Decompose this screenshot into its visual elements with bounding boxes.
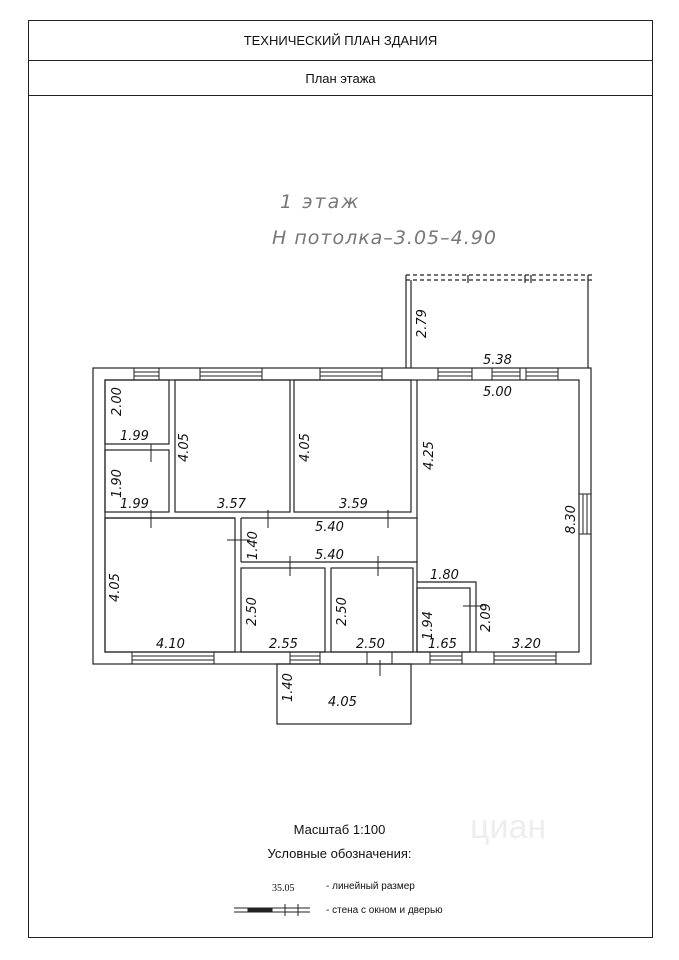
dim-wc-h2: 2.09 (479, 603, 494, 632)
dim-room-d-h: 2.50 (335, 597, 350, 626)
legend-symbols: 35.05 (234, 883, 310, 916)
dimension-labels: 2.79 5.38 5.00 4.25 8.30 2.00 1.99 1.90 … (108, 309, 579, 710)
dim-terrace-h: 2.79 (415, 309, 430, 338)
porch (276, 663, 412, 725)
dim-kitchen-w: 3.20 (512, 637, 541, 652)
windows (131, 367, 592, 665)
floor-label: 1 этаж (280, 191, 360, 213)
dim-room-left-h: 4.05 (108, 573, 123, 602)
dim-terrace-w: 5.38 (483, 353, 512, 368)
legend-scale: Масштаб 1:100 (293, 822, 386, 837)
dim-room-big-w: 5.00 (483, 385, 512, 400)
document-title: ТЕХНИЧЕСКИЙ ПЛАН ЗДАНИЯ (29, 21, 652, 61)
dim-corridor-w2: 5.40 (315, 548, 344, 563)
interior-walls (104, 379, 477, 653)
room-left (104, 517, 236, 653)
dim-room-a-h: 4.05 (177, 433, 192, 462)
dim-room-big-h: 4.25 (422, 441, 437, 470)
room-c (240, 567, 326, 653)
dim-small1-h: 2.00 (110, 387, 125, 416)
drawing-sheet: ТЕХНИЧЕСКИЙ ПЛАН ЗДАНИЯ План этажа (28, 20, 653, 938)
dim-small2-w: 1.99 (120, 497, 149, 512)
dim-room-left-w: 4.10 (156, 637, 185, 652)
dim-small1-w: 1.99 (120, 429, 149, 444)
dim-room-b-w: 3.59 (339, 497, 368, 512)
dim-porch-h: 1.40 (281, 673, 296, 702)
dim-wc-w2: 1.65 (428, 637, 457, 652)
legend-wall-symbol (234, 904, 310, 916)
ceiling-label: Н потолка–3.05–4.90 (272, 227, 497, 249)
dim-room-c-w: 2.55 (269, 637, 298, 652)
terrace (405, 274, 592, 368)
small-room-2 (104, 449, 170, 513)
room-a (174, 379, 291, 513)
dim-room-a-w: 3.57 (217, 497, 247, 512)
dim-small2-h: 1.90 (110, 469, 125, 498)
dim-outer-right: 8.30 (564, 505, 579, 534)
dim-room-d-w: 2.50 (356, 637, 385, 652)
legend-sample-value: 35.05 (272, 883, 295, 894)
legend-wall-label: - стена с окном и дверью (326, 905, 443, 916)
room-d (330, 567, 414, 653)
legend-title: Условные обозначения: (267, 846, 412, 861)
dim-corridor-h: 1.40 (246, 531, 261, 560)
dim-porch-w: 4.05 (328, 695, 357, 710)
dim-corridor-w1: 5.40 (315, 520, 344, 535)
legend-linear-label: - линейный размер (326, 881, 415, 892)
document-subtitle: План этажа (29, 61, 652, 96)
dim-room-c-h: 2.50 (245, 597, 260, 626)
door-marks (150, 444, 483, 676)
watermark-text: циан (470, 808, 546, 846)
dim-room-b-h: 4.05 (298, 433, 313, 462)
dim-wc-h1: 1.94 (421, 611, 436, 640)
dim-wc-w: 1.80 (430, 568, 459, 583)
